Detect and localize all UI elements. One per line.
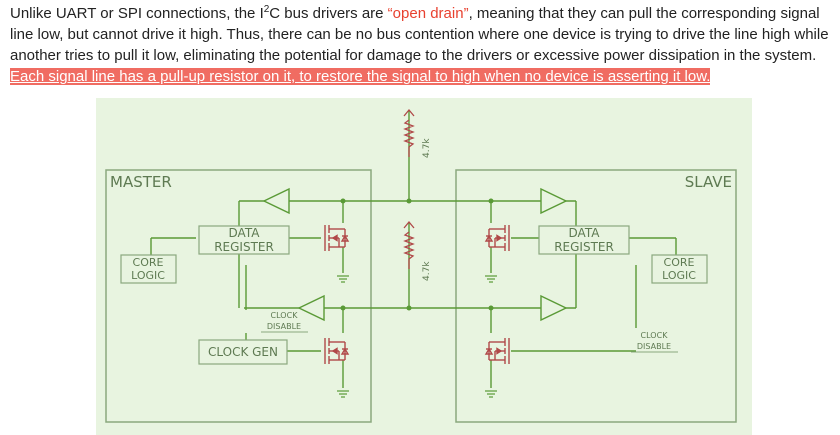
highlighted-sentence: Each signal line has a pull-up resistor …: [10, 68, 711, 85]
open-drain-term: “open drain”: [388, 5, 469, 22]
master-clock-disable-line1: CLOCK: [271, 311, 299, 320]
slave-data-register-line1: DATA: [569, 226, 601, 240]
slave-core-logic-line2: LOGIC: [662, 269, 696, 282]
master-clock-disable-line2: DISABLE: [267, 322, 301, 331]
slave-clock-disable-line2: DISABLE: [637, 342, 671, 351]
slave-sda-buffer: [540, 187, 568, 215]
master-sda-fet: [324, 224, 349, 252]
master-core-logic-line1: CORE: [133, 256, 164, 269]
text-part3: , meaning that they can pull the corresp…: [10, 5, 829, 64]
slave-label: SLAVE: [685, 173, 732, 191]
i2c-diagram-svg: MASTER SLAVE: [105, 108, 737, 423]
slave-data-register-line2: REGISTER: [554, 240, 614, 254]
master-data-register-line1: DATA: [229, 226, 261, 240]
slave-scl-buffer: [540, 294, 568, 322]
master-scl-fet: [324, 337, 349, 365]
slave-core-logic-line1: CORE: [664, 256, 695, 269]
slave-data-register-box: [538, 225, 630, 255]
slave-clock-disable-line1: CLOCK: [641, 331, 669, 340]
slave-box: [455, 169, 737, 423]
resistor-mid-label: 4.7k: [422, 261, 432, 281]
slave-scl-fet: [485, 337, 510, 365]
paragraph: Unlike UART or SPI connections, the I2C …: [10, 3, 836, 87]
superscript-2: 2: [263, 4, 270, 15]
master-core-logic-box: [120, 254, 177, 284]
open-drain-text: open drain: [392, 5, 464, 22]
master-clock-gen-box: [198, 339, 288, 365]
resistor-top-label: 4.7k: [422, 138, 432, 158]
master-sda-buffer: [262, 187, 290, 215]
master-data-register-line2: REGISTER: [214, 240, 274, 254]
text-part1: Unlike UART or SPI connections, the I: [10, 5, 264, 22]
resistor-mid: [403, 231, 415, 269]
master-label: MASTER: [110, 173, 172, 191]
master-scl-buffer: [297, 294, 325, 322]
slave-core-logic-box: [651, 254, 708, 284]
slave-sda-fet: [485, 224, 510, 252]
quote-close: ”: [463, 5, 469, 22]
resistor-top: [403, 119, 415, 157]
master-box: [105, 169, 372, 423]
i2c-diagram: MASTER SLAVE: [96, 98, 752, 435]
text-part2: C bus drivers are: [269, 5, 388, 22]
master-data-register-box: [198, 225, 290, 255]
master-clock-gen-label: CLOCK GEN: [208, 345, 278, 359]
quote-open: “: [387, 5, 393, 22]
master-core-logic-line2: LOGIC: [131, 269, 165, 282]
